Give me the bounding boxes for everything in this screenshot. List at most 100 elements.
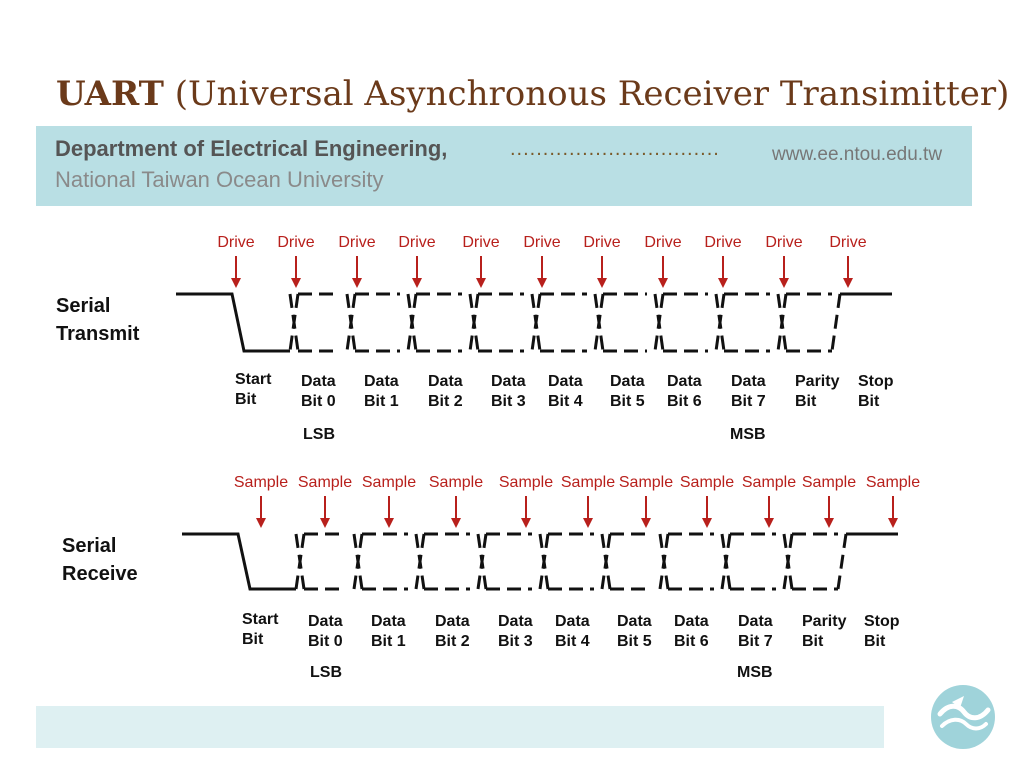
- transmit-bit-label-line2: Bit: [235, 391, 257, 408]
- transmit-event-arrowhead: [597, 278, 607, 288]
- receive-transition-mark: [294, 533, 306, 590]
- transmit-event-arrowhead: [779, 278, 789, 288]
- transmit-bit-label-line2: Bit 7: [731, 393, 766, 410]
- receive-transition-mark: [414, 533, 426, 590]
- transmit-event-arrowhead: [537, 278, 547, 288]
- receive-bit-label-line2: Bit 2: [435, 633, 470, 650]
- transmit-bit-label-line2: Bit 0: [301, 393, 336, 410]
- receive-lsb-label: LSB: [310, 664, 342, 681]
- university-name: National Taiwan Ocean University: [55, 167, 384, 192]
- page-title: UART (Universal Asynchronous Receiver Tr…: [56, 74, 1009, 114]
- receive-bit-label-line1: Data: [308, 613, 343, 630]
- transmit-bit-label-line2: Bit 4: [548, 393, 583, 410]
- transmit-bit-label-line2: Bit 6: [667, 393, 702, 410]
- receive-transition-mark: [538, 533, 550, 590]
- transmit-msb-label: MSB: [730, 426, 766, 443]
- transmit-transition-mark: [530, 293, 542, 352]
- transmit-label-line1: Serial: [56, 295, 110, 317]
- receive-event-arrowhead: [384, 518, 394, 528]
- transmit-event-label: Drive: [644, 234, 681, 251]
- transmit-bit-label-line2: Bit 5: [610, 393, 645, 410]
- receive-event-arrowhead: [702, 518, 712, 528]
- transmit-event-arrowhead: [412, 278, 422, 288]
- transmit-event-arrowhead: [231, 278, 241, 288]
- title-expansion: (Universal Asynchronous Receiver Transim…: [163, 74, 1010, 114]
- receive-event-label: Sample: [362, 474, 416, 491]
- receive-bit-label-line2: Bit 6: [674, 633, 709, 650]
- receive-event-arrowhead: [888, 518, 898, 528]
- receive-bit-label-line2: Bit 0: [308, 633, 343, 650]
- receive-bit-label-line2: Bit 4: [555, 633, 590, 650]
- receive-start-bit-waveform: [182, 532, 296, 591]
- transmit-event-label: Drive: [338, 234, 375, 251]
- receive-event-label: Sample: [866, 474, 920, 491]
- receive-event-arrowhead: [764, 518, 774, 528]
- transmit-label-line2: Transmit: [56, 323, 140, 345]
- transmit-transition-mark: [776, 293, 788, 352]
- transmit-event-arrowhead: [291, 278, 301, 288]
- receive-bit-label-line2: Bit: [864, 633, 886, 650]
- transmit-transition-mark: [406, 293, 418, 352]
- transmit-bit-label-line2: Bit 1: [364, 393, 399, 410]
- receive-label-line2: Receive: [62, 563, 138, 585]
- receive-bit-label-line2: Bit: [242, 631, 264, 648]
- receive-bit-label-line1: Start: [242, 611, 279, 628]
- receive-event-arrowhead: [451, 518, 461, 528]
- receive-bit-label-line2: Bit 1: [371, 633, 406, 650]
- receive-event-arrowhead: [256, 518, 266, 528]
- transmit-transition-mark: [714, 293, 726, 352]
- transmit-bit-label-line1: Data: [731, 373, 766, 390]
- ntou-wave-logo-icon: [931, 685, 995, 749]
- receive-event-arrowhead: [824, 518, 834, 528]
- receive-bit-label-line1: Data: [435, 613, 470, 630]
- transmit-event-label: Drive: [277, 234, 314, 251]
- transmit-event-arrowhead: [843, 278, 853, 288]
- transmit-bit-label-line1: Data: [364, 373, 399, 390]
- receive-bit-label-line1: Stop: [864, 613, 900, 630]
- transmit-transition-mark: [468, 293, 480, 352]
- transmit-bit-label-line2: Bit 3: [491, 393, 526, 410]
- receive-bit-label-line2: Bit 5: [617, 633, 652, 650]
- receive-transition-mark: [782, 533, 794, 590]
- title-acronym: UART: [56, 74, 164, 114]
- transmit-event-label: Drive: [462, 234, 499, 251]
- receive-msb-label: MSB: [737, 664, 773, 681]
- receive-event-label: Sample: [499, 474, 553, 491]
- transmit-event-label: Drive: [217, 234, 254, 251]
- transmit-bit-label-line1: Data: [667, 373, 702, 390]
- receive-event-label: Sample: [802, 474, 856, 491]
- transmit-transition-mark: [288, 293, 300, 352]
- receive-transition-mark: [352, 533, 364, 590]
- header-dots: ................................: [510, 138, 720, 160]
- receive-event-arrowhead: [583, 518, 593, 528]
- transmit-transition-mark: [345, 293, 357, 352]
- receive-event-label: Sample: [298, 474, 352, 491]
- receive-event-label: Sample: [429, 474, 483, 491]
- receive-event-label: Sample: [234, 474, 288, 491]
- transmit-bit-label-line1: Data: [491, 373, 526, 390]
- receive-transition-mark: [600, 533, 612, 590]
- transmit-event-arrowhead: [718, 278, 728, 288]
- transmit-start-bit-waveform: [176, 292, 290, 353]
- receive-event-label: Sample: [561, 474, 615, 491]
- receive-bit-label-line1: Data: [498, 613, 533, 630]
- receive-bit-label-line2: Bit: [802, 633, 824, 650]
- receive-transition-mark: [720, 533, 732, 590]
- transmit-bit-label-line2: Bit: [795, 393, 817, 410]
- transmit-event-label: Drive: [704, 234, 741, 251]
- transmit-event-label: Drive: [583, 234, 620, 251]
- receive-event-label: Sample: [680, 474, 734, 491]
- receive-bit-label-line1: Data: [738, 613, 773, 630]
- transmit-bit-label-line1: Parity: [795, 373, 840, 390]
- receive-transition-mark: [476, 533, 488, 590]
- receive-label-line1: Serial: [62, 535, 116, 557]
- transmit-transition-mark: [653, 293, 665, 352]
- transmit-bit-label-line1: Start: [235, 371, 272, 388]
- transmit-bit-label-line2: Bit: [858, 393, 880, 410]
- receive-bit-label-line1: Data: [674, 613, 709, 630]
- website-link[interactable]: www.ee.ntou.edu.tw: [772, 144, 943, 165]
- receive-bit-label-line2: Bit 3: [498, 633, 533, 650]
- receive-bit-label-line1: Parity: [802, 613, 847, 630]
